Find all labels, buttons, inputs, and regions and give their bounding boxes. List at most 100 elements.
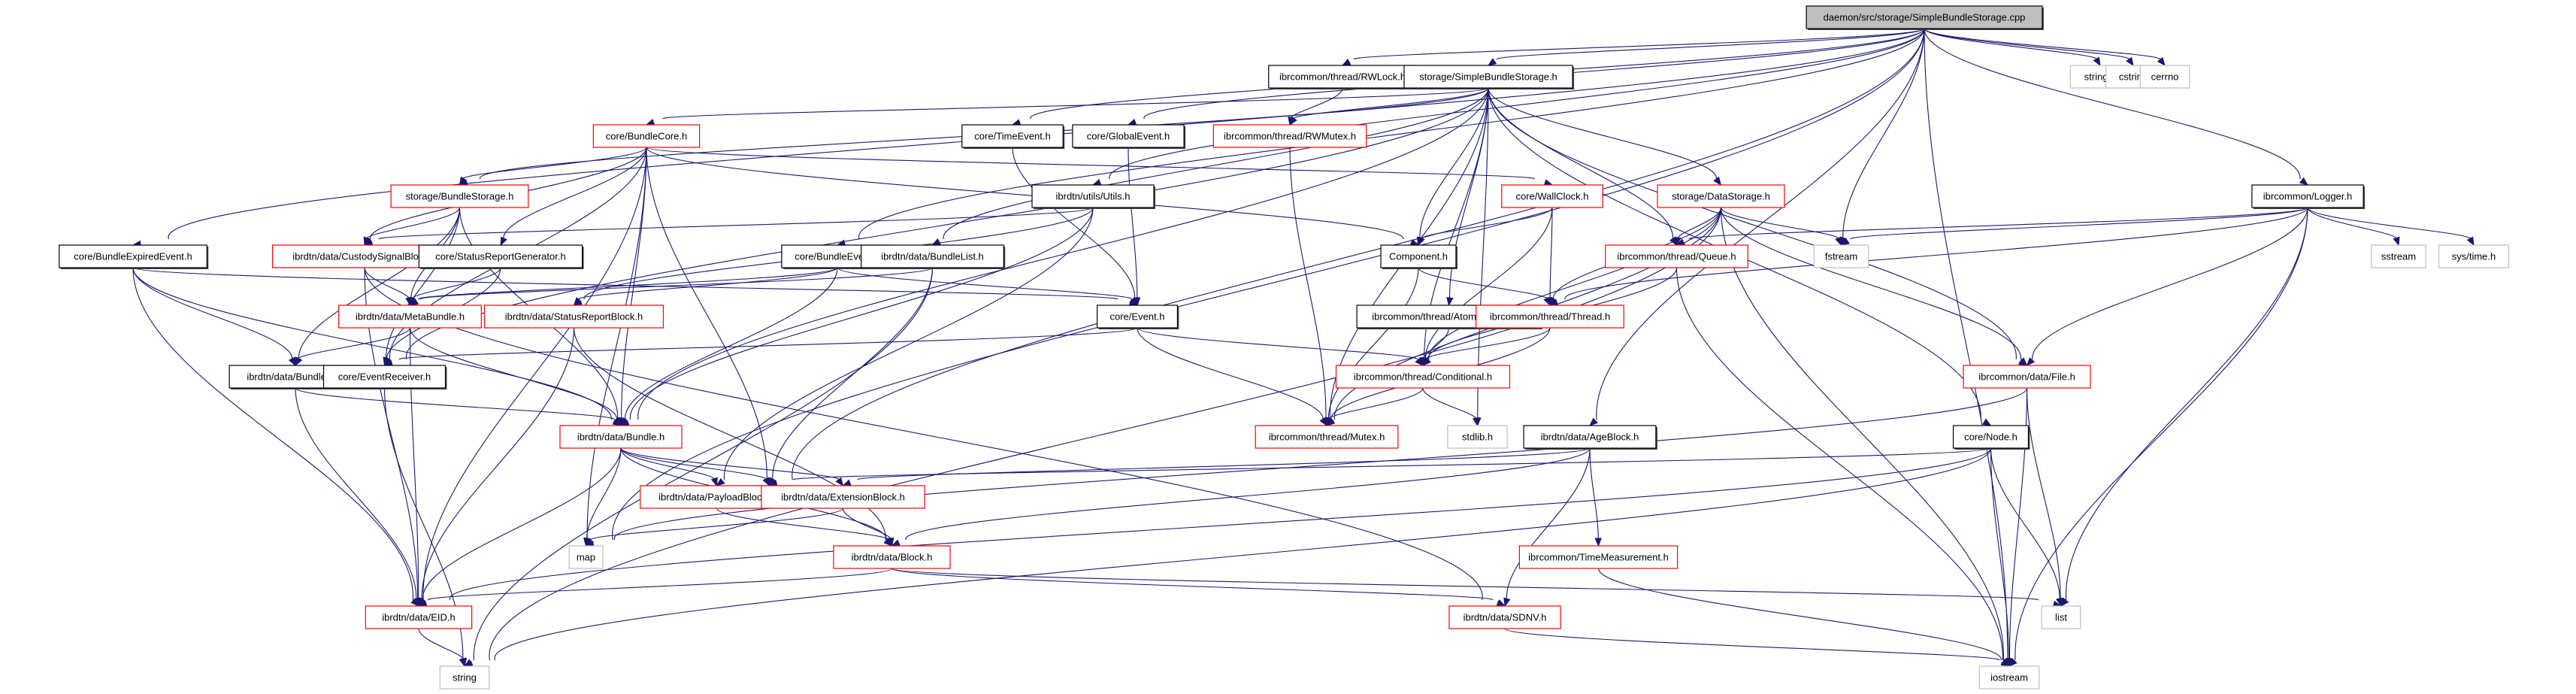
edge-line [132,267,1118,300]
arrowhead-icon [613,417,622,426]
edge-bundle-to-payloadblock [620,447,718,487]
node-label: core/BundleCore.h [606,131,687,142]
edge-logger-to-iostream [2008,207,2308,667]
node-label: ibrcommon/data/File.h [1978,371,2075,383]
graph-node-globalevent[interactable]: core/GlobalEvent.h [1072,124,1186,149]
graph-node-eid[interactable]: ibrdtn/data/EID.h [365,605,473,629]
graph-node-bundlelist[interactable]: ibrdtn/data/BundleList.h [861,244,1006,269]
arrowhead-icon [1982,418,1992,426]
edge-line [612,28,1925,541]
edge-wallclock-to-component [1418,207,1553,247]
graph-node-node[interactable]: core/Node.h [1952,425,2030,450]
arrowhead-icon [1319,417,1327,427]
graph-node-file[interactable]: ibrcommon/data/File.h [1963,365,2091,389]
graph-node-eventreceiver[interactable]: core/EventReceiver.h [322,365,447,389]
edge-line [385,207,461,360]
arrowhead-icon [500,236,507,247]
arrowhead-icon [1446,296,1454,307]
graph-node-mutex[interactable]: ibrcommon/thread/Mutex.h [1255,425,1399,449]
arrowhead-icon [1503,597,1511,608]
graph-node-component[interactable]: Component.h [1380,244,1458,269]
graph-node-bundleexpired[interactable]: core/BundleExpiredEvent.h [59,244,209,269]
edge-line [1688,207,2308,240]
edge-line [2032,207,2308,360]
edge-block-to-sdnv [891,568,1506,607]
arrowhead-icon [1325,417,1333,427]
edge-line [411,267,501,300]
edge-line [2065,207,2308,601]
node-label: cerrno [2151,71,2179,83]
edge-line [1422,387,1477,420]
graph-node-rwlock[interactable]: ibrcommon/thread/RWLock.h [1268,65,1418,89]
edge-logger-to-sstream [2307,207,2400,247]
graph-node-metabundle[interactable]: ibrdtn/data/MetaBundle.h [338,305,482,329]
node-label: core/GlobalEvent.h [1087,131,1170,142]
arrowhead-icon [620,417,628,427]
node-label: map [577,552,595,563]
graph-node-timeevent[interactable]: core/TimeEvent.h [961,124,1065,149]
edge-line [421,327,575,601]
node-label: ibrdtn/data/BundleList.h [881,251,984,262]
edge-globalevent-to-event [1128,147,1141,307]
graph-node-statusreportgen[interactable]: core/StatusReportGenerator.h [418,244,584,269]
node-label: core/WallClock.h [1515,191,1588,202]
arrowhead-icon [1091,178,1102,186]
arrowhead-icon [1418,236,1425,247]
edge-sbs_h-to-bundlecore [645,87,1489,126]
graph-node-utils[interactable]: ibrdtn/utils/Utils.h [1031,184,1155,209]
node-label: ibrcommon/Logger.h [2263,191,2353,202]
edge-bundleevent-to-event [837,267,1138,306]
node-label: ibrdtn/data/SDNV.h [1464,612,1547,623]
edge-line [1418,267,1548,300]
edge-line [295,387,417,601]
edge-line [1137,327,1324,420]
graph-node-sdnv[interactable]: ibrdtn/data/SDNV.h [1448,605,1561,629]
edge-bundlelist-to-metabundle [409,267,934,306]
graph-node-bundle[interactable]: ibrdtn/data/Bundle.h [559,425,683,449]
edge-line [858,28,1925,240]
edge-line [1012,147,1136,300]
graph-node-bundlecore[interactable]: core/BundleCore.h [592,124,701,148]
arrowhead-icon [762,477,770,487]
graph-node-thread[interactable]: ibrcommon/thread/Thread.h [1476,305,1624,329]
graph-node-statusreportblock[interactable]: ibrdtn/data/StatusReportBlock.h [483,305,664,329]
arrowhead-icon [2466,236,2475,247]
edge-line [1564,207,2308,300]
graph-node-bundlestorage[interactable]: storage/BundleStorage.h [390,184,529,208]
graph-node-string: string [439,665,490,689]
graph-node-datastorage[interactable]: storage/DataStorage.h [1657,184,1785,208]
graph-node-extensionblock[interactable]: ibrdtn/data/ExtensionBlock.h [761,485,925,509]
graph-node-iostream: iostream [1978,665,2040,689]
graph-node-ageblock[interactable]: ibrdtn/data/AgeBlock.h [1523,425,1657,450]
graph-node-sbs_h[interactable]: storage/SimpleBundleStorage.h [1403,65,1575,89]
edge-line [1924,28,2301,180]
edge-timemeasurement-to-iostream [1597,568,2011,667]
graph-node-list: list [2041,605,2081,629]
graph-node-queue[interactable]: ibrcommon/thread/Queue.h [1605,244,1748,268]
edge-logger-to-file [2026,207,2308,366]
graph-node-conditional[interactable]: ibrcommon/thread/Conditional.h [1335,365,1511,389]
node-label: iostream [1990,672,2028,683]
graph-node-logger[interactable]: ibrcommon/Logger.h [2251,184,2366,209]
edge-line [1137,327,1418,360]
node-label: ibrcommon/thread/Mutex.h [1269,432,1385,443]
graph-node-rwmutex[interactable]: ibrcommon/thread/RWMutex.h [1212,124,1367,148]
edge-line [772,267,934,480]
graph-node-timemeasurement[interactable]: ibrcommon/TimeMeasurement.h [1518,545,1678,569]
node-box [418,244,583,268]
graph-node-event[interactable]: core/Event.h [1096,305,1179,329]
edge-rwlock-to-rwmutex [1288,87,1343,126]
edge-line [1424,327,1551,360]
edge-line [1488,87,2017,360]
node-label: ibrcommon/thread/RWMutex.h [1224,131,1356,142]
node-box [483,305,664,329]
graph-node-wallclock[interactable]: core/WallClock.h [1501,184,1603,208]
arrowhead-icon [2299,177,2309,186]
edge-line [837,267,1132,300]
edge-extensionblock-to-block [842,508,894,547]
graph-node-block[interactable]: ibrdtn/data/Block.h [833,545,951,569]
arrowhead-icon [710,477,718,487]
graph-node-root[interactable]: daemon/src/storage/SimpleBundleStorage.c… [1806,5,2044,30]
edge-line [1290,87,1343,120]
arrowhead-icon [835,477,844,487]
